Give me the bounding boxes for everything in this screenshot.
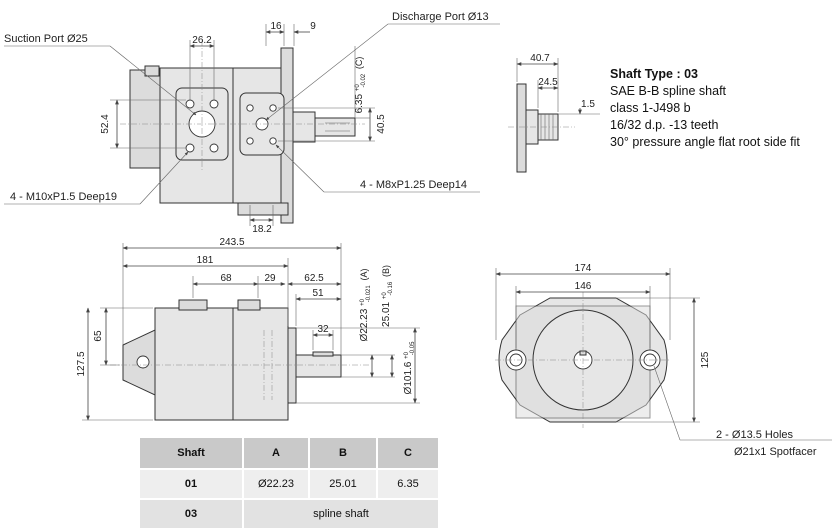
dim-174: 174: [575, 263, 592, 274]
table-cell: 25.01: [309, 468, 378, 499]
dim-b-value: 25.01 +0 -0.16 (B): [378, 265, 395, 327]
shaft-type-line: SAE B-B spline shaft: [610, 84, 727, 98]
side-suction-boss: [178, 299, 208, 311]
dim-18-2: 18.2: [252, 224, 272, 235]
table-row: 03 spline shaft: [140, 498, 440, 528]
shaft-type-line: class 1-J498 b: [610, 101, 691, 115]
dim-243-5: 243.5: [219, 237, 244, 248]
m10-hole: [209, 143, 219, 153]
top-view: 16 9 26.2 52.4 40.5 6.35 +0 -0.02 (C) 18…: [4, 11, 500, 235]
side-front-body: [232, 307, 289, 421]
shaft-dimension-table: Shaft A B C 01 Ø22.23 25.01 6.35 03 spli…: [140, 438, 440, 528]
dim-c-value: 6.35 +0 -0.02 (C): [351, 57, 368, 114]
table-cell: spline shaft: [243, 498, 440, 528]
m10-threads-label: 4 - M10xP1.5 Deep19: [10, 191, 117, 203]
shaft-detail-flange: [516, 83, 527, 173]
m8-hole: [269, 137, 277, 145]
suction-port-label: Suction Port Ø25: [4, 33, 88, 45]
top-foot: [237, 202, 289, 216]
dim-146: 146: [575, 281, 592, 292]
top-shaft: [314, 117, 356, 137]
dim-24-5: 24.5: [538, 77, 558, 88]
holes-label: 2 - Ø13.5 Holes: [716, 429, 794, 441]
side-shaft: [295, 354, 342, 378]
table-header: A: [243, 438, 310, 469]
side-view: 243.5 181 68 29 62.5 51 32 65 127.5: [76, 237, 420, 421]
dim-51: 51: [312, 288, 324, 299]
table-header: Shaft: [140, 438, 244, 469]
dim-32: 32: [317, 324, 329, 335]
side-discharge-boss: [237, 299, 261, 311]
dim-62-5: 62.5: [304, 273, 324, 284]
dim-1-5: 1.5: [581, 99, 595, 110]
table-cell: Ø22.23: [243, 468, 310, 499]
dim-d-value: Ø101.6 +0 -0.05: [400, 341, 416, 395]
side-rear-body: [154, 307, 236, 421]
top-plug: [144, 65, 160, 77]
dim-127-5: 127.5: [76, 351, 87, 376]
top-shaft-collar: [292, 111, 316, 143]
table-header: B: [309, 438, 378, 469]
dim-a-value: Ø22.23 +0 -0.021 (A): [356, 268, 373, 341]
dim-68: 68: [220, 273, 232, 284]
table-cell: 03: [140, 498, 244, 528]
front-view: 174 146 125 2 - Ø13.5 Holes Ø21x1 Spotfa…: [495, 263, 832, 458]
m8-hole: [269, 104, 277, 112]
m10-hole: [185, 99, 195, 109]
dim-181: 181: [197, 255, 214, 266]
m8-hole: [246, 137, 254, 145]
spotfacer-label: Ø21x1 Spotfacer: [734, 446, 817, 458]
m8-hole: [246, 104, 254, 112]
shaft-type-title: Shaft Type : 03: [610, 67, 698, 81]
side-shaft-key: [312, 351, 334, 357]
dim-40-7: 40.7: [530, 53, 550, 64]
shaft-type-line: 16/32 d.p. -13 teeth: [610, 118, 719, 132]
m8-threads-label: 4 - M8xP1.25 Deep14: [360, 179, 467, 191]
table-header: C: [377, 438, 440, 469]
m10-hole: [185, 143, 195, 153]
dim-52-4: 52.4: [100, 114, 111, 134]
shaft-detail-view: 40.7 24.5 1.5: [508, 53, 600, 173]
dim-9: 9: [310, 21, 316, 32]
dim-40-5: 40.5: [376, 114, 387, 134]
table-cell: 6.35: [377, 468, 440, 499]
shaft-type-line: 30° pressure angle flat root side fit: [610, 135, 800, 149]
table-row: 01 Ø22.23 25.01 6.35: [140, 468, 440, 499]
side-foot-hole: [136, 355, 150, 369]
dim-125: 125: [700, 351, 711, 368]
dim-26-2: 26.2: [192, 35, 212, 46]
dim-65: 65: [93, 330, 104, 342]
m10-hole: [209, 99, 219, 109]
shaft-type-note: Shaft Type : 03 SAE B-B spline shaft cla…: [610, 66, 800, 151]
discharge-port-label: Discharge Port Ø13: [392, 11, 489, 23]
dim-16: 16: [270, 21, 282, 32]
table-cell: 01: [140, 468, 244, 499]
side-pilot: [287, 327, 297, 404]
dim-29: 29: [264, 273, 276, 284]
